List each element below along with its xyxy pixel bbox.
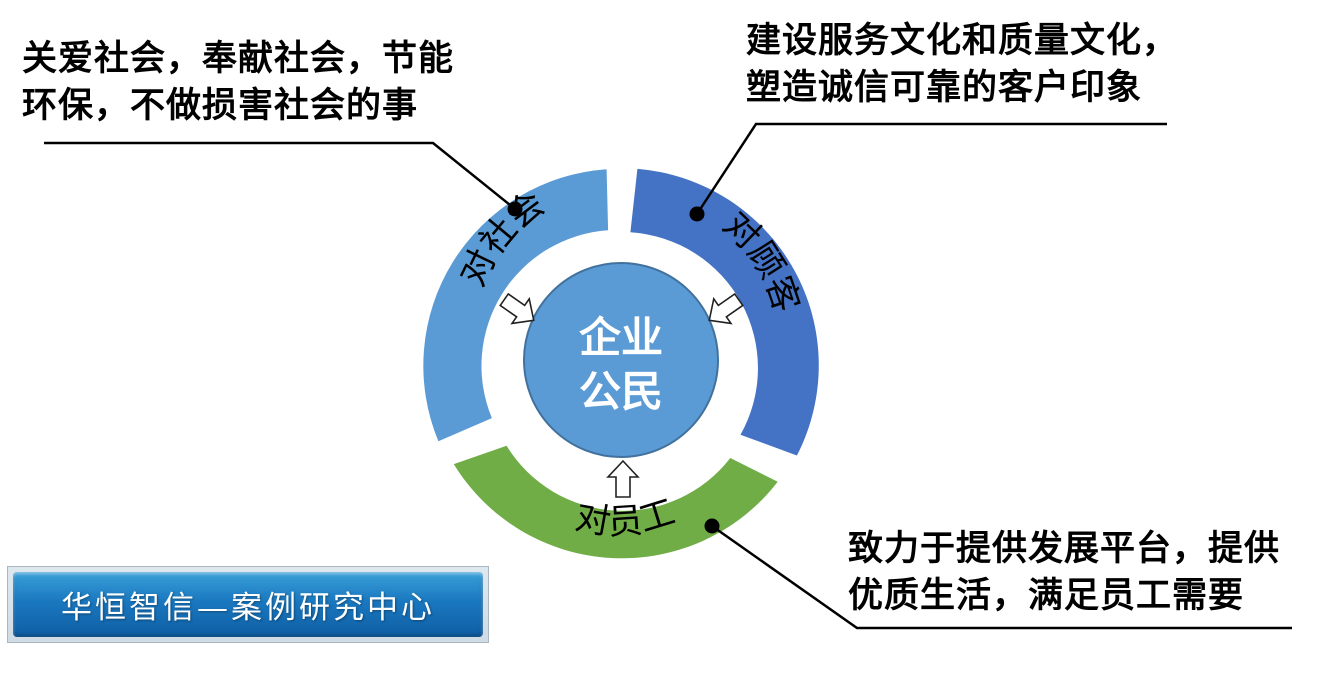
arrow-from-society-icon bbox=[499, 292, 535, 325]
case-study-banner: 华恒智信—案例研究中心 bbox=[7, 566, 489, 643]
callout-society: 关爱社会，奉献社会，节能 环保，不做损害社会的事 bbox=[22, 36, 454, 130]
callout-customer-line1: 建设服务文化和质量文化， bbox=[746, 21, 1179, 61]
center-label-line2: 公民 bbox=[579, 367, 663, 416]
arrow-from-employee-icon bbox=[606, 459, 640, 498]
callout-customer-line2: 塑造诚信可靠的客户印象 bbox=[746, 68, 1143, 108]
callout-society-line2: 环保，不做损害社会的事 bbox=[22, 86, 419, 126]
segment-customer bbox=[630, 168, 819, 456]
callout-customer: 建设服务文化和质量文化， 塑造诚信可靠的客户印象 bbox=[746, 18, 1178, 112]
segment-employee bbox=[453, 445, 778, 559]
callout-society-line1: 关爱社会，奉献社会，节能 bbox=[22, 39, 455, 79]
callout-employee-line2: 优质生活，满足员工需要 bbox=[848, 576, 1245, 616]
segment-society bbox=[423, 169, 609, 442]
leader-employee bbox=[704, 518, 1292, 630]
center-label-line1: 企业 bbox=[579, 313, 663, 362]
banner-panel: 华恒智信—案例研究中心 bbox=[13, 572, 483, 637]
arrow-from-customer-icon bbox=[708, 292, 744, 325]
callout-employee: 致力于提供发展平台，提供 优质生活，满足员工需要 bbox=[848, 526, 1280, 620]
center-circle bbox=[523, 262, 719, 458]
banner-title: 华恒智信—案例研究中心 bbox=[61, 590, 435, 626]
callout-employee-line1: 致力于提供发展平台，提供 bbox=[848, 529, 1281, 569]
leader-society bbox=[44, 141, 523, 217]
leader-customer bbox=[689, 122, 1167, 222]
